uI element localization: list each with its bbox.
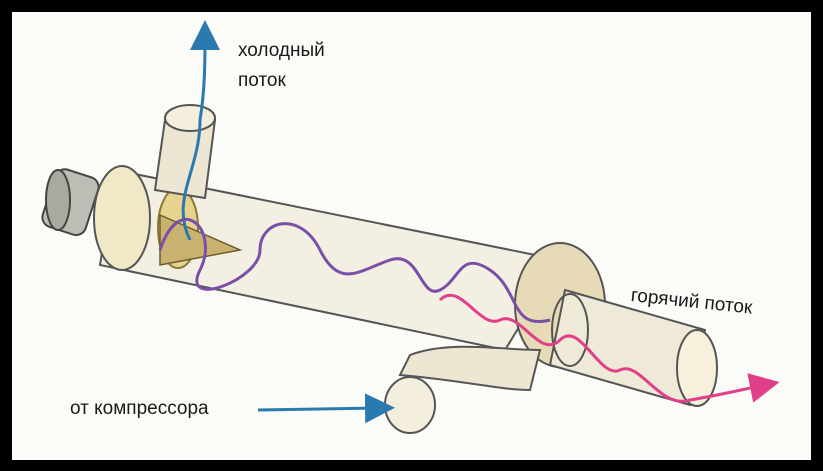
cold-flow-label-line1: холодный <box>238 40 325 61</box>
end-cap <box>41 168 100 237</box>
hot-flow-arrow <box>438 293 780 403</box>
cold-flow-arrow <box>181 20 220 241</box>
cold-outlet-pipe <box>153 104 217 200</box>
compressor-inlet-pipe <box>384 345 542 434</box>
swirl-flow <box>158 217 551 324</box>
from-compressor-label: от компрессора <box>70 398 209 419</box>
main-tube <box>93 165 562 352</box>
inlet-flow-arrow <box>257 393 395 424</box>
throttle-cone <box>159 213 243 266</box>
cold-flow-label-line2: поток <box>238 70 286 91</box>
hot-outlet-pipe <box>514 242 718 407</box>
